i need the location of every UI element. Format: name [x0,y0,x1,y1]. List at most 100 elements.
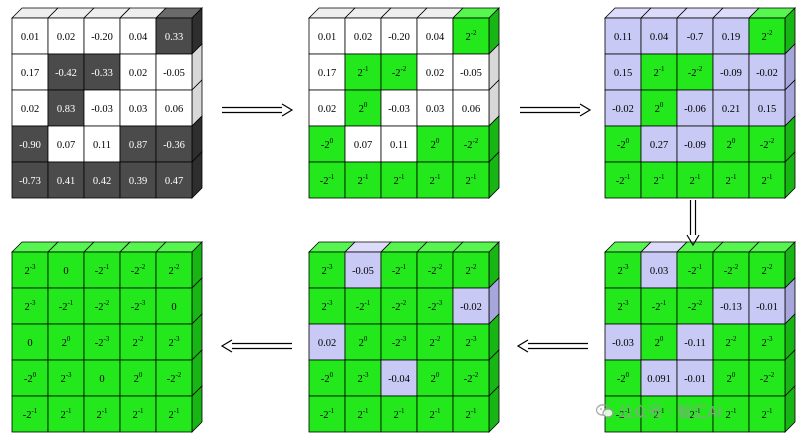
cell-value: 2-1 [653,65,665,79]
grid-cell [748,395,786,433]
grid-cell [83,89,121,127]
cell-value: -0.33 [91,68,113,79]
cell-value: -2-2 [760,137,775,151]
grid-cell [452,287,490,325]
grid-cell [748,161,786,199]
grid-cell [416,359,454,397]
cell-value: 0.41 [57,176,75,187]
grid-cell [344,161,382,199]
grid-cell [344,125,382,163]
cell-value: 20 [431,371,440,385]
cell-value: 2-1 [132,407,144,421]
cell-value: -2-2 [688,299,703,313]
cell-value: -20 [321,371,334,385]
grid-cell [344,53,382,91]
grid-cell [155,287,193,325]
cell-value: 0.83 [57,104,75,115]
cell-value: -2-1 [392,263,407,277]
cell-value: 0.19 [722,32,740,43]
cell-value: -2-3 [392,335,407,349]
grid-cell [748,89,786,127]
grid-cell [712,89,750,127]
grid-cell [380,251,418,289]
cell-value: -2-2 [131,263,146,277]
grid-cell [416,89,454,127]
cell-value: 20 [359,101,368,115]
grid-cell [676,17,714,55]
grid-cell [640,395,678,433]
grid-cell [380,323,418,361]
cell-value: 2-2 [761,29,773,43]
grid-cell [748,251,786,289]
cell-value: -20 [617,371,630,385]
grid-cell [712,359,750,397]
watermark: 公众号 · 智汇AI [596,398,796,424]
cell-value: -2-1 [616,173,631,187]
grid-cell [83,395,121,433]
cell-value: 2-1 [357,173,369,187]
cell-value: 2-1 [429,173,441,187]
grid-cell [155,17,193,55]
grid-cell [416,323,454,361]
cell-value: 2-3 [24,263,36,277]
grid-cell [308,287,346,325]
grid-cell [344,323,382,361]
cell-value: -0.73 [19,176,41,187]
grid-cell [308,323,346,361]
grid-cell [83,323,121,361]
grid-cell [47,395,85,433]
cell-value: -0.05 [460,68,482,79]
cell-value: -2-2 [95,299,110,313]
cell-value: -2-2 [167,371,182,385]
grid-cell [47,17,85,55]
grid-cell [452,53,490,91]
grid-cell [155,251,193,289]
grid-cell [604,359,642,397]
cell-value: -2-1 [688,263,703,277]
cell-value: 20 [431,137,440,151]
cell-value: -2-3 [95,335,110,349]
cell-value: 0.06 [462,104,480,115]
grid-cell [119,251,157,289]
cell-value: -2-2 [688,65,703,79]
grid-cell [604,287,642,325]
grid-cell [308,395,346,433]
cell-value: 2-1 [761,407,773,421]
cell-value: 0.47 [165,176,183,187]
cell-value: 2-2 [465,263,477,277]
cell-value: 0.04 [426,32,445,43]
grid-cell [416,251,454,289]
grid-cell [344,17,382,55]
cell-value: 2-2 [429,335,441,349]
cell-value: -2-2 [428,263,443,277]
cell-value: -0.02 [756,68,778,79]
grid-cell [11,89,49,127]
cell-value: 0.17 [318,68,336,79]
grid-cell [380,395,418,433]
arrow-left-2 [220,339,292,353]
cell-value: -0.06 [684,104,706,115]
cell-value: -2-1 [320,407,335,421]
cell-value: 0.87 [129,140,147,151]
cell-value: -0.05 [352,266,374,277]
cell-value: -2-2 [464,371,479,385]
grid-cell [748,359,786,397]
grid-cell [416,161,454,199]
grid-cell [11,125,49,163]
grid-cell [119,89,157,127]
grid-cell [47,251,85,289]
cell-value: -2-1 [616,407,631,421]
grid-cell [155,53,193,91]
cell-value: 0.15 [614,68,632,79]
grid-cell [308,89,346,127]
cell-value: -2-2 [464,137,479,151]
grid-cell [47,161,85,199]
grid-cell [155,125,193,163]
grid-cell [748,17,786,55]
grid-cell [676,125,714,163]
cell-value: 20 [62,335,71,349]
grid-cell [416,17,454,55]
